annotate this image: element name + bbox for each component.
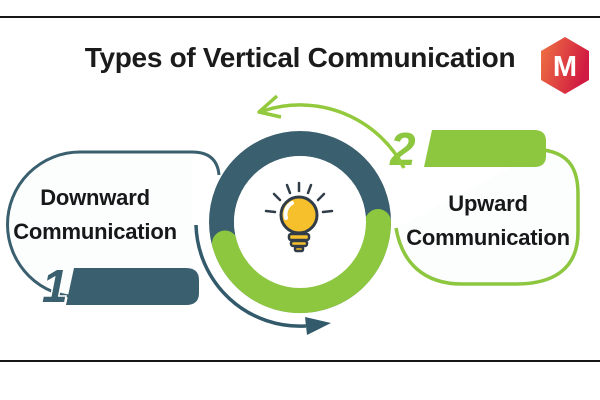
logo-hexagon [541, 37, 589, 94]
top-border-line [0, 16, 600, 18]
page-title: Types of Vertical Communication [84, 42, 516, 73]
downward-capsule-outline [6, 150, 221, 299]
lightbulb-icon [264, 181, 334, 253]
downward-communication-label: Downward Communication [13, 185, 177, 244]
step2-number: 2 [389, 123, 416, 175]
downward-capsule-fill [7, 152, 192, 297]
step1-bar [66, 268, 199, 305]
brand-logo: M [541, 37, 589, 94]
ring-green-half [212, 209, 391, 314]
upward-cycle-arrow-icon [257, 94, 406, 169]
upward-capsule-outline [394, 148, 580, 286]
upward-communication-label: Upward Communication [406, 191, 570, 250]
downward-cycle-arrow-icon [194, 224, 331, 335]
upward-capsule-fill [396, 150, 578, 284]
step1-number: 1 [42, 260, 68, 312]
logo-letter: M [553, 51, 577, 83]
bottom-border-line [0, 360, 600, 362]
step2-bar [424, 130, 546, 167]
